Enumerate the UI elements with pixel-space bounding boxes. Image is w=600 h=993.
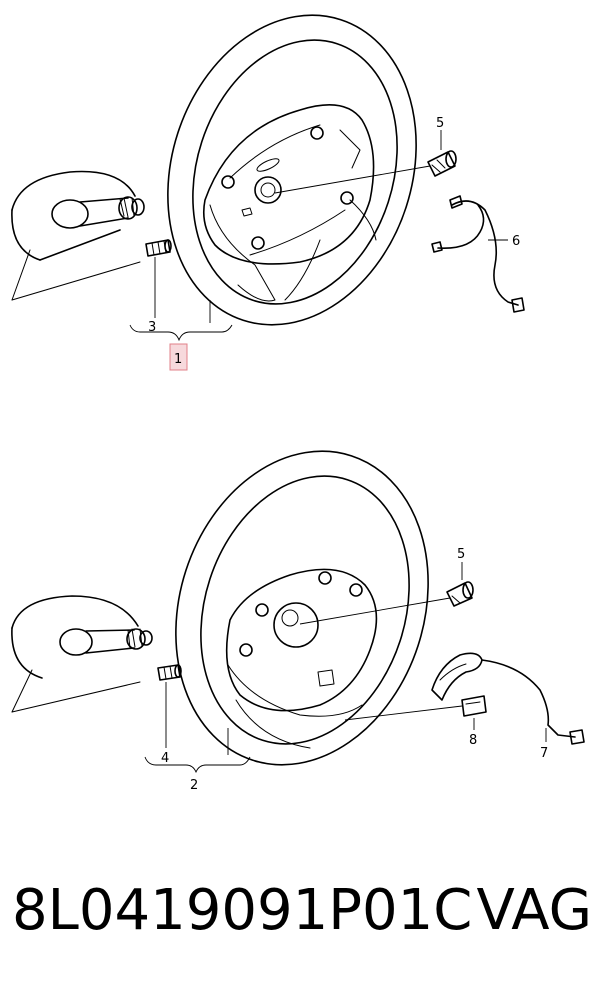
- top-steering-column: [11, 170, 145, 301]
- top-callouts: [129, 130, 508, 342]
- part-number-text: 8L0419091P01C: [12, 878, 473, 943]
- bottom-callouts: [144, 562, 547, 774]
- bottom-steering-wheel: [175, 450, 429, 766]
- label-part-5-bottom: 5: [457, 547, 465, 562]
- top-bolt: [145, 239, 172, 257]
- bottom-contact-unit: [431, 652, 585, 745]
- bottom-connector-8: [344, 695, 487, 721]
- caption: 8L0419091P01C VAG: [12, 878, 592, 943]
- brand-text: VAG: [476, 878, 592, 943]
- part-1-highlight-box[interactable]: [169, 343, 188, 371]
- label-part-7: 7: [540, 746, 548, 761]
- label-part-5-top: 5: [436, 116, 444, 131]
- top-assembly: 1 3 5 6: [11, 14, 525, 371]
- label-part-4: 4: [161, 751, 169, 766]
- bottom-assembly: 2 4 5 7 8: [11, 450, 585, 793]
- bottom-bolt: [157, 664, 182, 681]
- top-steering-wheel: [167, 14, 417, 326]
- label-part-2: 2: [190, 778, 198, 793]
- bottom-steering-column: [11, 595, 153, 713]
- label-part-6: 6: [512, 234, 520, 249]
- bottom-nut: [299, 581, 474, 625]
- label-part-3: 3: [148, 320, 156, 335]
- top-nut: [274, 150, 457, 194]
- label-part-8: 8: [469, 733, 477, 748]
- top-wiring-harness: [431, 195, 525, 313]
- label-part-1: 1: [174, 352, 182, 367]
